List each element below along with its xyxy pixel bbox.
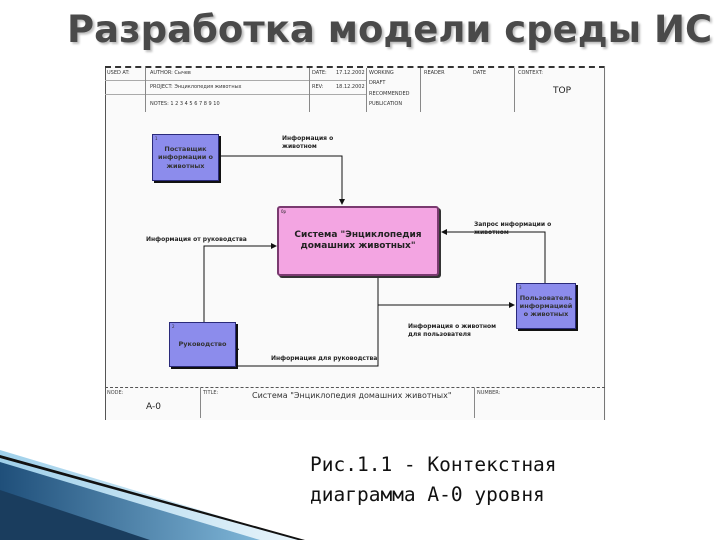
footer-node-value: A-0 bbox=[146, 402, 161, 412]
slide-title: Разработка модели среды ИС bbox=[67, 8, 713, 51]
user-box: 3 Пользователь информацией о животных bbox=[516, 283, 576, 329]
label-info-for-management: Информация для руководства bbox=[271, 355, 378, 362]
footer-divider bbox=[105, 387, 605, 388]
header-publication: PUBLICATION bbox=[369, 101, 403, 107]
label-info-for-user: Информация о животном для пользователя bbox=[408, 323, 497, 338]
header-column-divider bbox=[420, 68, 421, 112]
header-top-label: TOP bbox=[553, 86, 572, 96]
supplier-box: 1 Поставщик информации о животных bbox=[152, 134, 219, 181]
supplier-box-label: Поставщик информации о животных bbox=[158, 145, 213, 170]
frame-top-border bbox=[105, 66, 605, 68]
header-date2: DATE bbox=[473, 70, 487, 76]
caption-line-2: диаграмма А-0 уровня bbox=[310, 483, 545, 507]
header-date-value: 17.12.2002 bbox=[336, 70, 365, 76]
footer-number-label: NUMBER: bbox=[477, 390, 501, 396]
arrow-request-info bbox=[441, 229, 546, 283]
header-draft: DRAFT bbox=[369, 80, 386, 86]
header-reader: READER bbox=[424, 70, 445, 76]
arrow-info-for-user bbox=[377, 277, 515, 308]
system-box-number: 0р bbox=[281, 209, 287, 214]
header-context: CONTEXT: bbox=[518, 70, 543, 76]
header-working: WORKING bbox=[369, 70, 394, 76]
label-request-info: Запрос информации о животном bbox=[474, 221, 552, 236]
management-box-label: Руководство bbox=[178, 340, 227, 349]
header-divider bbox=[105, 94, 367, 95]
header-rev-label: REV: bbox=[312, 84, 324, 90]
caption-line-1: Рис.1.1 - Контекстная bbox=[310, 453, 557, 476]
footer-node-label: NODE: bbox=[107, 390, 124, 396]
footer-title-label: TITLE: bbox=[203, 390, 219, 396]
user-box-label: Пользователь информацией о животных bbox=[519, 293, 573, 319]
header-column-divider bbox=[309, 68, 310, 112]
header-used-at: USED AT: bbox=[107, 70, 130, 76]
footer-column-divider bbox=[200, 388, 201, 418]
header-column-divider bbox=[514, 68, 515, 112]
header-project: PROJECT: Энциклопедия животных bbox=[150, 84, 242, 90]
management-box: 2 Руководство bbox=[169, 322, 236, 367]
system-main-box-label: Система "Энциклопедия домашних животных" bbox=[294, 229, 422, 251]
header-date-label: DATE: bbox=[312, 70, 327, 76]
arrow-info-animal bbox=[219, 155, 345, 205]
header-recommended: RECOMMENDED bbox=[369, 91, 410, 97]
header-rev-value: 18.12.2002 bbox=[336, 84, 365, 90]
supplier-box-number: 1 bbox=[155, 136, 158, 141]
user-box-number: 3 bbox=[519, 285, 522, 290]
management-box-number: 2 bbox=[172, 324, 175, 329]
header-column-divider bbox=[145, 68, 146, 112]
arrow-info-from-management bbox=[203, 243, 277, 322]
header-author: AUTHOR: Сычев bbox=[150, 70, 191, 76]
footer-title-value: Система "Энциклопедия домашних животных" bbox=[252, 391, 452, 400]
arrow-info-for-management bbox=[233, 305, 379, 367]
header-divider bbox=[105, 80, 367, 81]
label-info-from-management: Информация от руководства bbox=[146, 236, 247, 243]
system-main-box: 0р Система "Энциклопедия домашних животн… bbox=[277, 206, 439, 276]
footer-column-divider bbox=[474, 388, 475, 418]
figure-caption: Рис.1.1 - Контекстная диаграмма А-0 уров… bbox=[310, 450, 557, 510]
frame-right-border bbox=[604, 66, 605, 420]
label-info-animal: Информация о животном bbox=[282, 135, 334, 150]
header-column-divider bbox=[366, 68, 367, 112]
header-notes: NOTES: 1 2 3 4 5 6 7 8 9 10 bbox=[150, 101, 220, 107]
